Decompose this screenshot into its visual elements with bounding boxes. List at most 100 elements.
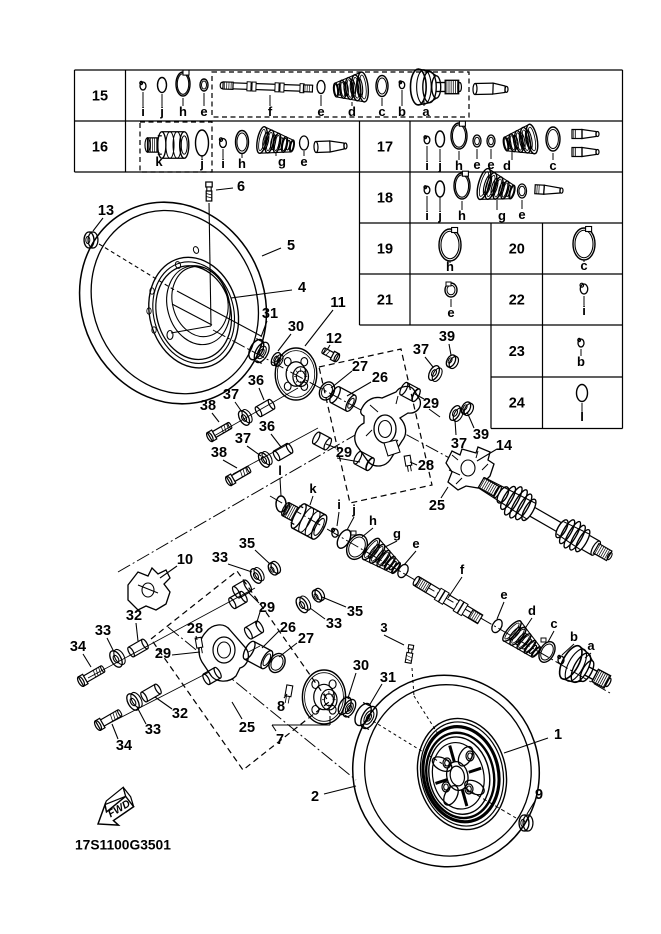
svg-text:24: 24 [509, 396, 525, 412]
svg-text:10: 10 [177, 552, 193, 568]
svg-text:29: 29 [259, 600, 275, 616]
svg-text:36: 36 [259, 419, 275, 435]
svg-text:f: f [268, 104, 273, 119]
svg-text:34: 34 [70, 639, 86, 655]
svg-text:15: 15 [92, 89, 108, 105]
svg-text:29: 29 [423, 396, 439, 412]
svg-text:c: c [550, 616, 557, 631]
svg-text:h: h [446, 259, 454, 274]
svg-text:16: 16 [92, 140, 108, 156]
svg-text:7: 7 [276, 732, 284, 748]
svg-text:i: i [337, 497, 341, 512]
svg-text:20: 20 [509, 242, 525, 258]
svg-text:e: e [317, 104, 324, 119]
svg-text:c: c [549, 158, 556, 173]
svg-text:26: 26 [372, 370, 388, 386]
svg-text:k: k [155, 154, 163, 169]
svg-text:e: e [473, 157, 480, 172]
svg-text:5: 5 [287, 238, 295, 254]
svg-text:29: 29 [336, 445, 352, 461]
svg-text:g: g [278, 154, 286, 169]
svg-text:18: 18 [377, 191, 393, 207]
svg-text:12: 12 [326, 331, 342, 347]
svg-text:d: d [348, 104, 356, 119]
svg-text:b: b [570, 629, 578, 644]
svg-text:3: 3 [380, 620, 387, 635]
svg-text:j: j [437, 158, 442, 173]
svg-text:h: h [179, 104, 187, 119]
svg-text:33: 33 [212, 550, 228, 566]
svg-text:b: b [398, 104, 406, 119]
svg-text:33: 33 [145, 722, 161, 738]
svg-text:22: 22 [509, 293, 525, 309]
svg-text:l: l [580, 409, 584, 424]
svg-text:c: c [580, 258, 587, 273]
svg-text:e: e [300, 154, 307, 169]
svg-text:i: i [425, 158, 429, 173]
svg-text:b: b [577, 354, 585, 369]
svg-text:36: 36 [248, 373, 264, 389]
svg-text:d: d [503, 158, 511, 173]
svg-text:17: 17 [377, 140, 393, 156]
svg-text:h: h [238, 156, 246, 171]
svg-text:f: f [460, 562, 465, 577]
svg-text:23: 23 [509, 344, 525, 360]
svg-text:29: 29 [155, 646, 171, 662]
svg-text:19: 19 [377, 242, 393, 258]
svg-text:g: g [393, 526, 401, 541]
svg-text:25: 25 [429, 498, 445, 514]
svg-text:35: 35 [239, 536, 255, 552]
svg-text:i: i [141, 104, 145, 119]
svg-text:39: 39 [439, 329, 455, 345]
svg-text:32: 32 [172, 706, 188, 722]
svg-text:l: l [278, 463, 282, 478]
svg-text:35: 35 [347, 604, 363, 620]
svg-text:6: 6 [237, 179, 245, 195]
svg-text:g: g [498, 208, 506, 223]
svg-text:e: e [412, 536, 419, 551]
svg-text:28: 28 [418, 458, 434, 474]
svg-text:37: 37 [235, 431, 251, 447]
svg-text:37: 37 [413, 342, 429, 358]
svg-text:e: e [487, 157, 494, 172]
svg-text:13: 13 [98, 203, 114, 219]
svg-text:30: 30 [353, 658, 369, 674]
svg-text:e: e [447, 305, 454, 320]
svg-text:31: 31 [380, 670, 396, 686]
svg-text:28: 28 [187, 621, 203, 637]
svg-text:9: 9 [535, 787, 543, 803]
svg-text:11: 11 [330, 295, 345, 311]
svg-text:j: j [351, 502, 356, 517]
svg-text:a: a [422, 104, 430, 119]
svg-text:h: h [455, 158, 463, 173]
svg-text:37: 37 [223, 387, 239, 403]
svg-text:h: h [458, 208, 466, 223]
svg-text:34: 34 [116, 738, 132, 754]
svg-text:d: d [528, 603, 536, 618]
svg-text:33: 33 [95, 623, 111, 639]
svg-text:i: i [425, 208, 429, 223]
svg-text:31: 31 [262, 306, 278, 322]
svg-text:8: 8 [277, 699, 285, 715]
svg-text:21: 21 [377, 293, 393, 309]
svg-text:17S1100G3501: 17S1100G3501 [75, 838, 171, 853]
svg-text:j: j [437, 208, 442, 223]
svg-text:i: i [221, 156, 225, 171]
svg-text:2: 2 [311, 789, 319, 805]
svg-text:1: 1 [554, 727, 562, 743]
svg-text:c: c [378, 104, 385, 119]
svg-text:j: j [199, 156, 204, 171]
svg-text:38: 38 [211, 445, 227, 461]
svg-text:37: 37 [451, 436, 467, 452]
svg-text:i: i [582, 303, 586, 318]
svg-text:a: a [587, 638, 595, 653]
svg-text:30: 30 [288, 319, 304, 335]
svg-text:27: 27 [298, 631, 314, 647]
svg-text:j: j [159, 104, 164, 119]
svg-text:38: 38 [200, 398, 216, 414]
svg-text:14: 14 [496, 438, 512, 454]
svg-text:e: e [200, 104, 207, 119]
svg-text:4: 4 [298, 280, 306, 296]
svg-text:33: 33 [326, 616, 342, 632]
svg-text:k: k [309, 481, 317, 496]
